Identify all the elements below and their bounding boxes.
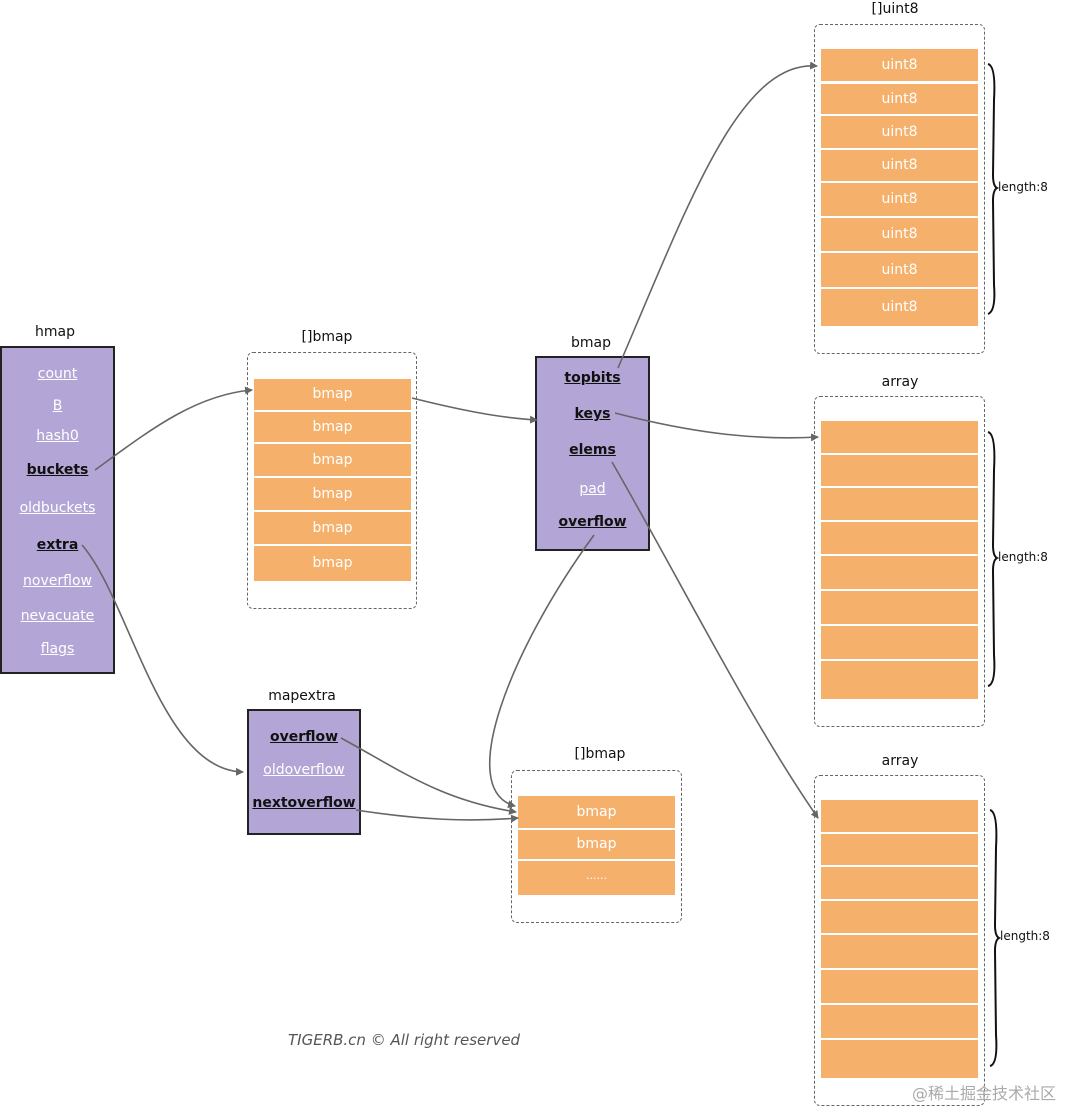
hmap-field-count: count	[37, 366, 78, 382]
keys-array-cell	[821, 626, 978, 659]
buckets-array-cell: bmap	[254, 512, 411, 544]
uint8-array-cell: uint8	[821, 150, 978, 181]
elems-array-cell	[821, 800, 978, 832]
hmap-field-nevacuate: nevacuate	[20, 608, 95, 624]
arrow-nextoverflow-to-overflow-array	[355, 809, 519, 823]
hmap-struct: count B hash0 buckets oldbuckets extra n…	[0, 346, 115, 674]
mapextra-field-nextoverflow: nextoverflow	[252, 795, 356, 811]
keys-array-cell	[821, 591, 978, 624]
uint8-array-cell: uint8	[821, 116, 978, 148]
elems-brace	[989, 809, 1002, 1067]
hmap-field-oldbuckets: oldbuckets	[19, 500, 96, 516]
buckets-array-cell: bmap	[254, 444, 411, 476]
hmap-field-b: B	[52, 398, 63, 414]
mapextra-field-overflow: overflow	[269, 729, 339, 745]
overflow-array-title: []bmap	[574, 746, 626, 762]
watermark: @稀土掘金技术社区	[912, 1084, 1057, 1103]
uint8-array-cell: uint8	[821, 84, 978, 114]
elems-array-cell	[821, 935, 978, 968]
elems-array-container	[814, 775, 985, 1106]
bmap-field-keys: keys	[574, 406, 611, 422]
uint8-array-cell: uint8	[821, 253, 978, 287]
overflow-array-container	[511, 770, 682, 923]
hmap-field-extra: extra	[36, 537, 79, 553]
uint8-array-cell: uint8	[821, 49, 978, 81]
buckets-array-container	[247, 352, 417, 609]
mapextra-title: mapextra	[268, 688, 336, 704]
uint8-array-title: []uint8	[871, 1, 919, 17]
elems-array-cell	[821, 867, 978, 899]
hmap-field-flags: flags	[40, 641, 75, 657]
mapextra-struct: overflow oldoverflow nextoverflow	[247, 709, 361, 835]
keys-array-cell	[821, 488, 978, 520]
hmap-field-buckets: buckets	[26, 462, 89, 478]
buckets-array-cell: bmap	[254, 546, 411, 581]
uint8-brace	[987, 63, 1000, 315]
overflow-array-cell: bmap	[518, 830, 675, 859]
uint8-array-cell: uint8	[821, 218, 978, 251]
arrow-topbits-to-uint8	[617, 61, 818, 369]
arrow-bmap-array-to-bmap	[411, 397, 538, 424]
overflow-array-cell: ......	[518, 861, 675, 895]
keys-array-cell	[821, 421, 978, 453]
elems-array-title: array	[881, 753, 919, 769]
hmap-title: hmap	[35, 324, 75, 340]
bmap-struct: topbits keys elems pad overflow	[535, 356, 650, 551]
elems-array-cell	[821, 901, 978, 933]
keys-array-title: array	[881, 374, 919, 390]
keys-array-cell	[821, 661, 978, 699]
buckets-array-cell: bmap	[254, 412, 411, 442]
overflow-array-cell: bmap	[518, 796, 675, 828]
buckets-array-cell: bmap	[254, 379, 411, 410]
bmap-title: bmap	[571, 335, 611, 351]
arrow-mapextra-overflow-to-overflow-array	[340, 737, 517, 815]
copyright-footer: TIGERB.cn © All right reserved	[288, 1031, 521, 1049]
elems-array-cell	[821, 970, 978, 1003]
elems-array-cell	[821, 1040, 978, 1078]
bmap-field-pad: pad	[579, 481, 606, 497]
elems-array-cell	[821, 834, 978, 865]
keys-brace	[987, 431, 1000, 687]
elems-array-cell	[821, 1005, 978, 1038]
uint8-array-cell: uint8	[821, 183, 978, 216]
buckets-array-title: []bmap	[301, 329, 353, 345]
uint8-length-label: length:8	[998, 180, 1048, 194]
bmap-field-overflow: overflow	[558, 514, 627, 530]
elems-length-label: length:8	[1000, 929, 1050, 943]
keys-array-cell	[821, 556, 978, 589]
keys-array-cell	[821, 455, 978, 486]
arrow-bmap-overflow-to-overflow-array	[489, 534, 595, 809]
bmap-field-topbits: topbits	[564, 370, 621, 386]
arrow-buckets-to-bmap-array	[94, 386, 253, 471]
buckets-array-cell: bmap	[254, 478, 411, 510]
hmap-field-noverflow: noverflow	[23, 573, 92, 589]
mapextra-field-oldoverflow: oldoverflow	[263, 762, 345, 778]
keys-array-cell	[821, 522, 978, 554]
keys-length-label: length:8	[998, 550, 1048, 564]
uint8-array-cell: uint8	[821, 289, 978, 326]
hmap-field-hash0: hash0	[36, 428, 79, 444]
bmap-field-elems: elems	[569, 442, 616, 458]
